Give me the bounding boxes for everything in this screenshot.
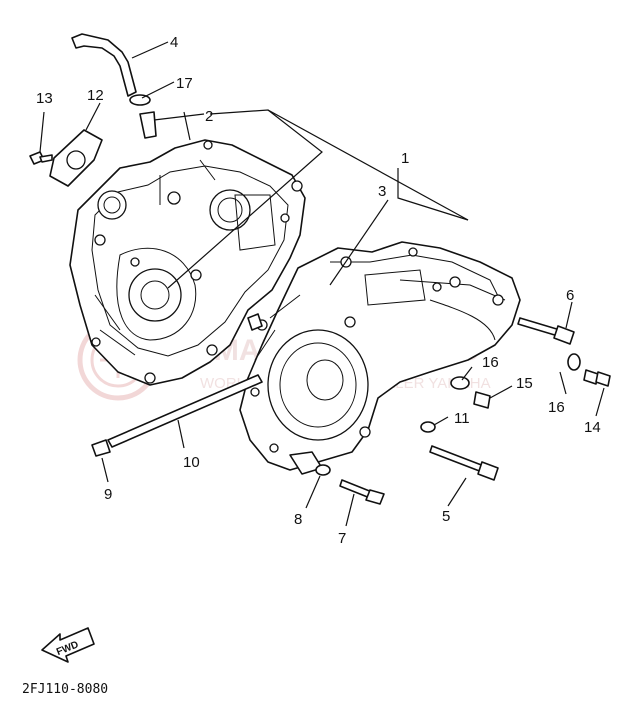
callout-labels: 4 17 2 1 3 12 13 6 16 15 16 14 11 10 9 8… xyxy=(36,34,601,547)
callout-14: 14 xyxy=(584,419,601,436)
breather-hose xyxy=(71,33,137,97)
callout-10: 10 xyxy=(183,454,200,471)
dowel-pin xyxy=(247,313,263,331)
fwd-arrow-icon: FWD xyxy=(41,627,95,663)
bolt-14 xyxy=(583,369,611,387)
callout-7: 7 xyxy=(338,530,346,547)
leader-lines xyxy=(39,41,605,527)
crankcase-right-half xyxy=(239,241,521,475)
bolt-7 xyxy=(339,479,385,505)
callout-9: 9 xyxy=(104,486,112,503)
callout-17: 17 xyxy=(176,75,193,92)
callout-3: 3 xyxy=(378,183,386,200)
callout-15: 15 xyxy=(516,375,533,392)
callout-4: 4 xyxy=(170,34,178,51)
bolt-15 xyxy=(473,391,491,409)
callout-13: 13 xyxy=(36,90,53,107)
washer-16-right xyxy=(567,353,581,371)
callout-5: 5 xyxy=(442,508,450,525)
callout-12: 12 xyxy=(87,87,104,104)
bolt-13 xyxy=(29,151,53,165)
drawing-code: 2FJ110-8080 xyxy=(22,682,108,697)
stud-bolt-10 xyxy=(91,374,263,457)
washer-16-left xyxy=(450,376,470,390)
o-ring xyxy=(420,421,436,433)
callout-1: 1 xyxy=(401,150,409,167)
washer-8 xyxy=(315,464,331,476)
callout-2: 2 xyxy=(205,108,213,125)
callout-16-right: 16 xyxy=(548,399,565,416)
callout-8: 8 xyxy=(294,511,302,528)
callout-6: 6 xyxy=(566,287,574,304)
breather-fitting xyxy=(139,111,157,139)
callout-11: 11 xyxy=(454,410,470,427)
callout-16-left: 16 xyxy=(482,354,499,371)
bolt-6 xyxy=(517,317,575,345)
crankcase-left-half xyxy=(69,139,306,386)
hose-clamp xyxy=(129,94,151,106)
bolt-5 xyxy=(429,445,499,481)
